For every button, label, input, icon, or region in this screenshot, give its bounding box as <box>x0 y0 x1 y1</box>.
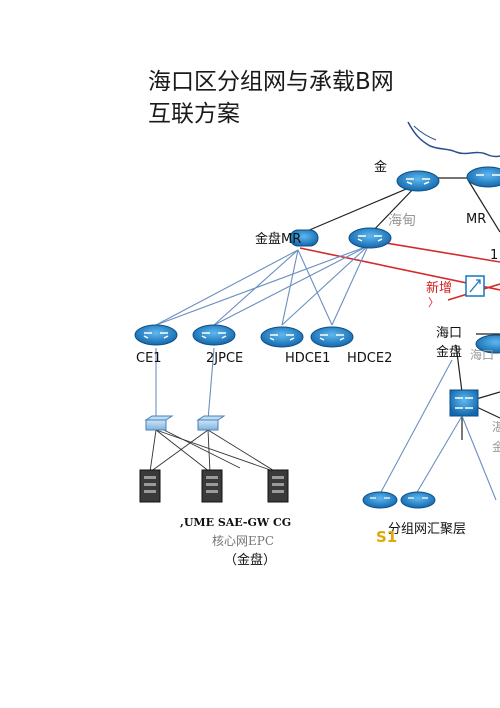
switch-icon <box>449 389 479 417</box>
firewall-icon <box>465 275 485 297</box>
label-hdce2: HDCE2 <box>347 351 393 366</box>
label-core-faint: 核心网EPC <box>212 534 275 548</box>
server-icon <box>139 469 161 503</box>
router-icon <box>134 324 178 346</box>
router-icon <box>400 491 436 509</box>
cloud-outline-icon <box>407 121 500 158</box>
page-title: 海口区分组网与承载B网 <box>148 69 394 95</box>
label-jin: 金 <box>374 160 388 175</box>
label-group-agg: 分组网汇聚层 <box>388 522 467 537</box>
label-servers: ,UME SAE-GW CG <box>180 516 292 529</box>
switch-icon <box>144 415 174 431</box>
router-icon <box>396 170 440 192</box>
router-icon <box>362 491 398 509</box>
ce-links <box>155 245 497 501</box>
router-icon <box>310 326 354 348</box>
router-icon <box>289 229 319 247</box>
label-jpce2: 2JPCE <box>206 351 244 366</box>
label-jinpan-mr: 金盘MR <box>255 232 302 247</box>
page-subtitle: 互联方案 <box>148 101 240 127</box>
label-side-2: 金 <box>492 440 500 454</box>
server-links <box>149 429 277 473</box>
label-core-location: （金盘） <box>224 553 277 568</box>
server-icon <box>201 469 223 503</box>
label-mr: MR <box>466 212 487 227</box>
server-icon <box>267 469 289 503</box>
router-icon <box>192 324 236 346</box>
label-arrow: 〉 <box>428 296 439 309</box>
router-icon <box>348 227 392 249</box>
label-haikou-faint: 海口 <box>470 348 495 362</box>
label-new: 新增 <box>426 281 453 296</box>
label-num: 1 <box>490 248 499 263</box>
switch-icon <box>196 415 226 431</box>
router-icon <box>260 326 304 348</box>
label-jinpan: 金盘 <box>436 345 463 360</box>
router-icon <box>466 166 500 188</box>
router-icon <box>475 334 500 354</box>
label-s1: S1 <box>376 528 398 546</box>
label-hdce1: HDCE1 <box>285 351 331 366</box>
label-ce1: CE1 <box>136 351 162 366</box>
label-haidian: 海甸 <box>388 213 416 229</box>
label-side-1: 湛 <box>492 420 500 434</box>
label-haikou-1: 海口 <box>436 326 463 341</box>
